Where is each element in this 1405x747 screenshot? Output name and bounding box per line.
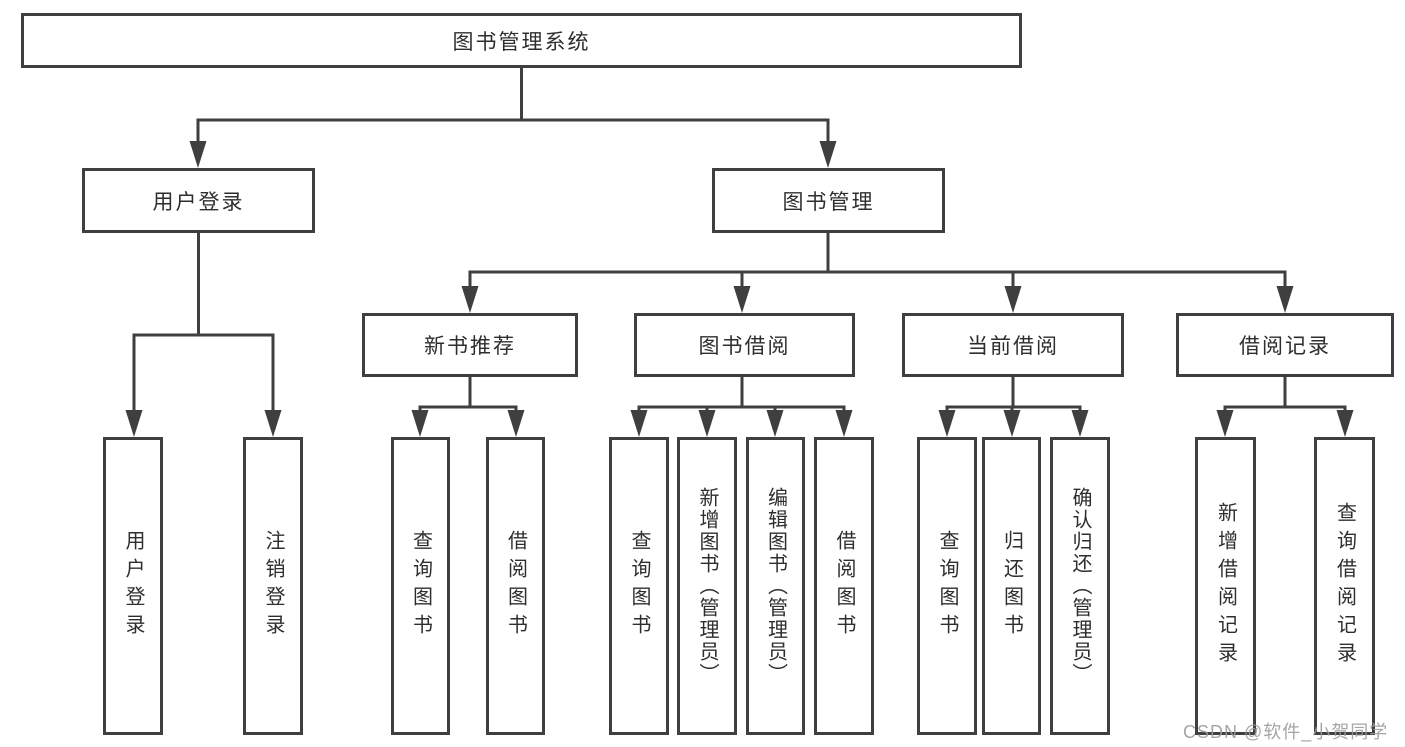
leaf-logout-label: 注销登录 — [262, 530, 284, 642]
connector-root-to-level2 — [189, 68, 837, 168]
connector-login-to-leaves — [125, 233, 282, 437]
node-book-management-label: 图书管理 — [782, 190, 875, 214]
connector-mgmt-to-level3 — [461, 233, 1294, 313]
leaf-user-login: 用户登录 — [103, 437, 163, 735]
node-current-borrow: 当前借阅 — [902, 313, 1124, 377]
leaf-borrow-query-book: 查询图书 — [609, 437, 669, 735]
node-root-system: 图书管理系统 — [21, 13, 1022, 68]
leaf-current-return-book-label: 归还图书 — [1000, 530, 1023, 642]
connector-newbooks-to-leaves — [411, 377, 525, 437]
leaf-records-query-record-label: 查询借阅记录 — [1333, 502, 1356, 670]
leaf-borrow-add-book-admin: 新增图书（管理员） — [677, 437, 737, 735]
node-user-login-label: 用户登录 — [152, 190, 245, 214]
node-book-borrow-label: 图书借阅 — [698, 335, 791, 358]
leaf-records-add-record-label: 新增借阅记录 — [1214, 502, 1237, 670]
csdn-watermark: CSDN @软件_小贺同学 — [1183, 722, 1389, 742]
connector-borrow-to-leaves — [630, 377, 853, 437]
connector-current-to-leaves — [938, 377, 1089, 437]
leaf-borrow-add-book-admin-label: 新增图书（管理员） — [696, 487, 718, 685]
leaf-current-query-book: 查询图书 — [917, 437, 977, 735]
leaf-newbooks-query-book-label: 查询图书 — [409, 530, 432, 642]
node-borrow-records-label: 借阅记录 — [1239, 335, 1331, 358]
leaf-records-add-record: 新增借阅记录 — [1195, 437, 1256, 735]
leaf-current-confirm-return-admin-label: 确认归还（管理员） — [1069, 487, 1091, 685]
node-user-login: 用户登录 — [82, 168, 315, 233]
node-book-management: 图书管理 — [712, 168, 945, 233]
node-book-borrow: 图书借阅 — [634, 313, 855, 377]
leaf-newbooks-query-book: 查询图书 — [391, 437, 450, 735]
leaf-current-return-book: 归还图书 — [982, 437, 1041, 735]
leaf-newbooks-borrow-book-label: 借阅图书 — [504, 530, 527, 642]
leaf-borrow-query-book-label: 查询图书 — [628, 530, 650, 642]
leaf-borrow-borrow-book: 借阅图书 — [814, 437, 874, 735]
node-current-borrow-label: 当前借阅 — [967, 335, 1059, 358]
leaf-borrow-borrow-book-label: 借阅图书 — [833, 530, 855, 642]
leaf-current-query-book-label: 查询图书 — [936, 530, 958, 642]
node-root-label: 图书管理系统 — [452, 30, 591, 54]
node-borrow-records: 借阅记录 — [1176, 313, 1394, 377]
leaf-records-query-record: 查询借阅记录 — [1314, 437, 1375, 735]
node-new-book-recommend-label: 新书推荐 — [424, 335, 516, 358]
leaf-borrow-edit-book-admin-label: 编辑图书（管理员） — [764, 487, 787, 685]
leaf-user-login-label: 用户登录 — [122, 530, 144, 642]
leaf-logout: 注销登录 — [243, 437, 303, 735]
node-new-book-recommend: 新书推荐 — [362, 313, 578, 377]
leaf-borrow-edit-book-admin: 编辑图书（管理员） — [746, 437, 805, 735]
leaf-newbooks-borrow-book: 借阅图书 — [486, 437, 545, 735]
leaf-current-confirm-return-admin: 确认归还（管理员） — [1050, 437, 1110, 735]
connector-records-to-leaves — [1216, 377, 1354, 437]
